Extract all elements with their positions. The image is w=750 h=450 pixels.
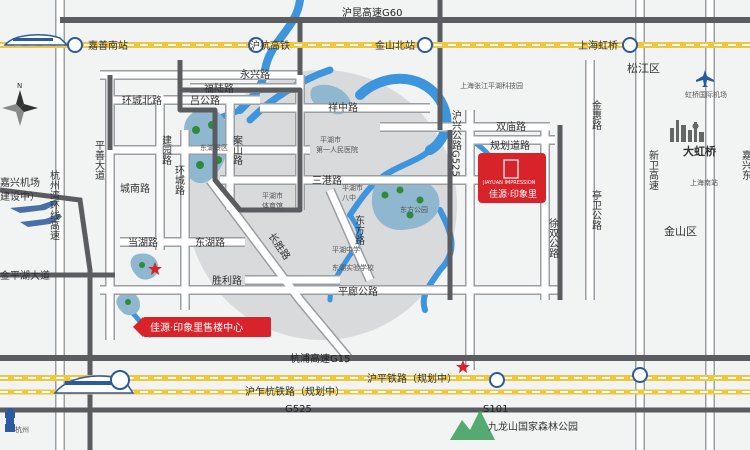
label-bay-ring: 杭州湾环线高速	[48, 169, 60, 240]
label-s101: S101	[483, 404, 508, 415]
label-huancheng: 环城路	[173, 165, 185, 196]
poi-dongfang-park: 东方公园	[400, 205, 428, 214]
label-huanbei: 环城北路	[122, 94, 162, 107]
label-jinhui: 金惠路	[590, 99, 602, 131]
label-donghu: 东湖路	[195, 236, 225, 249]
label-pinglang: 平廊公路	[338, 285, 378, 298]
label-hongqiao-area: 大虹桥	[683, 144, 717, 158]
sales-center-label: 佳源·印象里售楼中心	[150, 321, 243, 334]
label-dongfang: 东方路	[353, 214, 365, 246]
poi-hospital-2: 第一人民医院	[316, 145, 358, 154]
label-zhangjiang: 上海张江平湖科技园	[460, 81, 523, 90]
label-jiulong-park: 九龙山国家森林公园	[488, 420, 578, 433]
label-jiaxing-airport: 嘉兴机场	[0, 176, 40, 189]
label-hangzhou: 杭州	[15, 425, 29, 434]
poi-stadium-2: 体育馆	[262, 201, 283, 210]
airplane-icon-hongqiao	[696, 70, 714, 87]
pagoda-icon	[5, 408, 15, 432]
skyline-icon	[670, 120, 704, 142]
star-markers	[148, 262, 470, 373]
label-shanghai-south: 上海南站	[690, 178, 718, 187]
label-g60: 沪昆高速G60	[342, 6, 402, 19]
label-chengnan: 城南路	[120, 182, 150, 195]
label-jianyuan: 建园路	[160, 134, 172, 166]
label-jinshan-north: 金山北站	[375, 39, 415, 52]
dongfang-lake	[371, 176, 440, 230]
label-songjiang: 松江区	[627, 61, 660, 75]
label-xiangzhong: 祥中路	[328, 101, 358, 114]
label-shengli: 胜利路	[212, 274, 242, 287]
label-xinwei: 新卫高速	[647, 149, 659, 190]
label-huxing: 沪兴公路G525	[450, 109, 462, 177]
svg-text:N: N	[17, 82, 22, 90]
poi-donghu-scenic: 东湖景区	[200, 143, 228, 152]
label-shanghai-hongqiao: 上海虹桥	[578, 39, 618, 52]
airplane-icon-left	[10, 200, 62, 227]
label-jiaxing-airport-2: 建设中）	[0, 190, 40, 203]
label-guihua: 规划道路	[490, 139, 530, 152]
label-xushuang: 徐双公路	[547, 217, 559, 259]
label-huzha: 沪乍杭铁路（规划中）	[245, 385, 345, 398]
mountain-icon	[450, 410, 495, 440]
project-logo-icon	[503, 159, 519, 179]
sales-center-badge[interactable]: 佳源·印象里售楼中心	[133, 317, 271, 337]
poi-dongshu-school: 东湖实验学校	[332, 263, 374, 272]
poi-bazhong-2: 八中	[342, 193, 356, 202]
label-g15: 杭浦高速G15	[290, 352, 350, 365]
poi-pinghu-middle: 平湖中学	[332, 245, 360, 254]
project-name: 佳源·印象里	[489, 188, 537, 200]
label-shuangmiao: 双庙路	[496, 120, 526, 133]
station-icons	[67, 37, 648, 390]
label-fulu: 福陆路	[204, 82, 234, 95]
label-sangang: 三港路	[312, 174, 342, 187]
label-jinshan: 金山区	[664, 224, 697, 238]
compass-icon: N	[2, 82, 38, 126]
label-anshan: 案山路	[231, 134, 243, 166]
poi-bazhong: 平湖市	[342, 183, 363, 192]
label-tingwei: 亭卫公路	[590, 189, 602, 231]
label-pinghu-dadao: 金平湖大道	[0, 269, 50, 282]
project-logo-sub: JIAYUAN IMPRESSION	[482, 180, 536, 186]
label-danghu: 当湖路	[128, 236, 158, 249]
label-pingshan: 平善大道	[93, 140, 105, 180]
label-hongqiao-airport: 虹桥国际机场	[685, 90, 727, 99]
high-speed-train-icon-top	[3, 34, 69, 46]
label-jiashan-south: 嘉善南站	[88, 39, 128, 52]
project-badge[interactable]: JIAYUAN IMPRESSION 佳源·印象里	[478, 153, 546, 203]
label-hanghu-hsr: 沪杭高铁	[250, 39, 290, 52]
label-g525: G525	[285, 404, 312, 415]
poi-hospital: 平湖市	[320, 135, 341, 144]
radius-circle	[187, 70, 457, 340]
label-jiaxing-east: 嘉兴东	[740, 149, 750, 180]
label-yongxing: 永兴路	[240, 68, 270, 81]
bay-ring-highway	[0, 187, 93, 450]
label-lvgong: 吕公路	[190, 94, 220, 107]
ring-road	[107, 0, 563, 300]
poi-stadium: 平湖市	[262, 191, 283, 200]
label-huping: 沪平铁路（规划中）	[367, 372, 457, 385]
